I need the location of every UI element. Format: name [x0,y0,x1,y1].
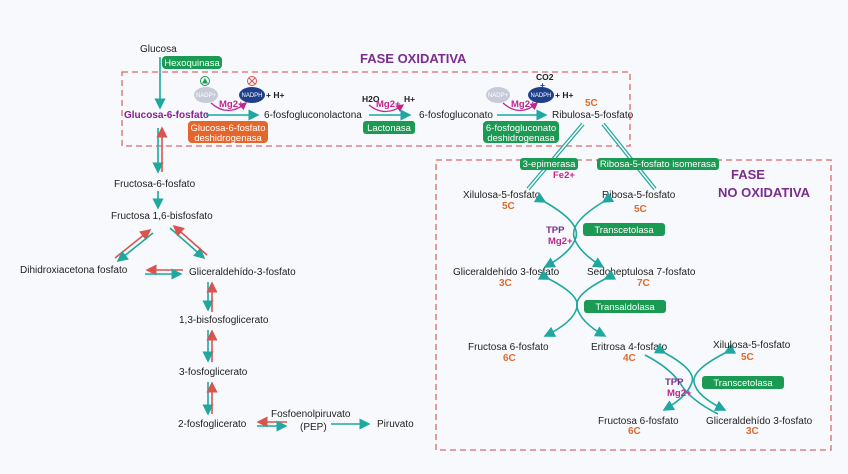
metabolite-lactone: 6-fosfogluconolactona [264,110,362,121]
cofactor-arc-1 [210,102,247,112]
up-regulation-icon [200,76,210,86]
metabolite-f6p-2: Fructosa 6-fosfato [598,416,679,427]
mg-cofactor-5: Mg2+ [667,388,692,399]
h-plus-2: H+ [404,94,415,104]
non-oxidative-phase-title-2: NO OXIDATIVA [718,185,811,200]
h-plus-1: + H+ [266,90,284,100]
metabolite-pyruvate: Piruvato [377,419,414,430]
metabolite-f16bp: Fructosa 1,6-bisfosfato [111,211,213,222]
carbon-count-erythrose: 4C [623,353,636,364]
non-oxidative-phase-box [435,159,832,451]
mg-cofactor-2: Mg2+ [376,99,401,110]
carbon-count-sedoheptulose: 7C [637,278,650,289]
fe-cofactor: Fe2+ [553,170,575,181]
nadph-badge-2: NADPH [528,87,554,103]
svg-text:Hexoquinasa: Hexoquinasa [164,58,220,69]
transketolase-arrow-a [533,192,578,268]
metabolite-ribose: Ribosa-5-fosfato [602,190,676,201]
metabolite-3pg: 3-fosfoglicerato [179,367,248,378]
metabolite-pep: Fosfoenolpiruvato [271,409,351,420]
metabolite-ribulose: Ribulosa-5-fosfato [552,110,634,121]
enzyme-g6pdh: Glucosa-6-fosfato deshidrogenasa [188,121,268,144]
transketolase-arrow-b [572,192,615,268]
arrow-f16bp-g3p [169,227,206,260]
svg-text:deshidrogenasa: deshidrogenasa [194,133,262,144]
metabolite-glucose: Glucosa [140,44,177,55]
svg-text:Ribosa-5-fosfato isomerasa: Ribosa-5-fosfato isomerasa [600,159,717,170]
metabolite-f6p-glycolysis: Fructosa-6-fosfato [114,179,196,190]
metabolite-f6p: Fructosa 6-fosfato [468,342,549,353]
arrow-dhap-f16bp [114,229,152,259]
metabolite-2pg: 2-fosfoglicerato [178,419,247,430]
h-plus-3: + H+ [555,90,573,100]
tpp-cofactor-2: TPP [665,377,684,388]
metabolite-xylulose: Xilulosa-5-fosfato [463,190,541,201]
transaldolase-arrow-a [537,269,579,337]
svg-text:Transcetolasa: Transcetolasa [713,378,773,389]
nadph-badge: NADPH [239,87,265,103]
carbon-count-xylulose-2: 5C [741,352,754,363]
carbon-count-gap-2: 3C [746,426,759,437]
plus-sign: + [540,80,545,90]
arrow-ribulose-ribose [601,122,657,191]
enzyme-transketolase-1: Transcetolasa [583,223,665,236]
metabolite-bpg: 1,3-bisfosfoglicerato [179,315,269,326]
transketolase-arrow-c [653,343,694,411]
nadp-badge-2: NADP+ [486,87,510,103]
arrow-g3p-f16bp [172,224,208,256]
enzyme-isomerase: Ribosa-5-fosfato isomerasa [597,158,719,170]
cofactor-arc-3 [502,102,538,112]
co2-label: CO2 [536,72,554,82]
carbon-count-ribose: 5C [634,204,647,215]
enzyme-hexokinase: Hexoquinasa [162,56,222,69]
carbon-count-f6p: 6C [503,353,516,364]
svg-text:Transaldolasa: Transaldolasa [595,302,655,313]
metabolite-g3p: Gliceraldehído-3-fosfato [189,267,296,278]
transaldolase-arrow-b [575,269,617,337]
metabolite-erythrose: Eritrosa 4-fosfato [591,342,668,353]
svg-text:3-epimerasa: 3-epimerasa [523,159,577,170]
carbon-count-gap: 3C [499,278,512,289]
non-oxidative-phase-title-1: FASE [731,167,765,182]
carbon-count-f6p-2: 6C [628,426,641,437]
enzyme-transaldolase: Transaldolasa [584,300,666,313]
arrow-ribulose-xylulose [526,122,585,191]
oxidative-phase-title: FASE OXIDATIVA [360,51,467,66]
mg-cofactor-3: Mg2+ [511,99,536,110]
arrow-f16bp-dhap [116,232,154,262]
enzyme-epimerase: 3-epimerasa [520,158,578,170]
svg-text:NADPH: NADPH [530,93,551,99]
cofactor-arc-2 [368,104,405,113]
metabolite-g6p: Glucosa-6-fosfato [124,110,209,121]
h2o-label: H2O [362,94,380,104]
svg-text:NADP+: NADP+ [488,93,509,99]
metabolite-gap-2: Gliceraldehído 3-fosfato [706,416,813,427]
svg-text:deshidrogenasa: deshidrogenasa [487,133,555,144]
svg-text:Lactonasa: Lactonasa [367,123,412,134]
enzyme-transketolase-2: Transcetolasa [702,376,784,389]
carbon-count-xylulose: 5C [502,201,515,212]
metabolite-sedoheptulose: Sedoheptulosa 7-fosfato [587,267,696,278]
svg-text:6-fosfogluconato: 6-fosfogluconato [486,123,556,134]
svg-text:NADP+: NADP+ [196,93,217,99]
enzyme-6pgdh: 6-fosfogluconato deshidrogenasa [483,121,559,144]
metabolite-gap: Gliceraldehído 3-fosfato [453,267,560,278]
svg-text:NADPH: NADPH [241,93,262,99]
carbon-count-ribulose: 5C [585,98,598,109]
mg-cofactor-4: Mg2+ [548,236,573,247]
metabolite-xylulose-2: Xilulosa-5-fosfato [713,340,791,351]
nadp-badge: NADP+ [194,87,218,103]
metabolite-pep-abbr: (PEP) [300,422,327,433]
metabolite-gluconate: 6-fosfogluconato [419,110,493,121]
tpp-cofactor-1: TPP [546,225,565,236]
svg-text:Transcetolasa: Transcetolasa [594,225,654,236]
transketolase-arrow-d [693,343,737,411]
inhibition-icon [247,76,257,86]
metabolite-dhap: Dihidroxiacetona fosfato [20,265,128,276]
svg-text:Glucosa-6-fosfato: Glucosa-6-fosfato [191,123,266,134]
enzyme-lactonase: Lactonasa [363,121,415,134]
mg-cofactor-1: Mg2+ [219,99,244,110]
oxidative-phase-box [121,71,631,147]
